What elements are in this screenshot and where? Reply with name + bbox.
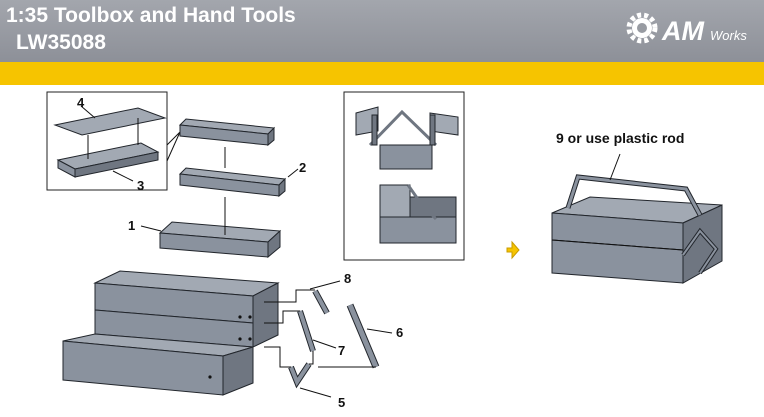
- gear-icon: [626, 12, 658, 44]
- header-band: 1:35 Toolbox and Hand Tools LW35088 AM W…: [0, 0, 764, 62]
- callout-8: 8: [344, 271, 351, 286]
- page-title: 1:35 Toolbox and Hand Tools: [6, 4, 296, 27]
- callout-1: 1: [128, 218, 135, 233]
- callout-9: 9 or use plastic rod: [556, 130, 684, 146]
- inset-frame: [46, 91, 168, 191]
- callout-2: 2: [299, 160, 306, 175]
- callout-6: 6: [396, 325, 403, 340]
- brand-logo: AM Works: [626, 12, 747, 46]
- accent-bar: [0, 62, 764, 85]
- logo-mark: AM: [661, 16, 704, 46]
- callout-3: 3: [137, 178, 144, 193]
- logo-word: Works: [710, 28, 747, 43]
- callout-4: 4: [77, 95, 85, 110]
- yellow-arrow-right-icon: [506, 240, 520, 260]
- assembly-diagram: 4 3 2 1: [46, 91, 723, 410]
- product-code: LW35088: [16, 31, 106, 54]
- part-3-tray-side: [74, 151, 159, 178]
- callout-7: 7: [338, 343, 345, 358]
- callout-5: 5: [338, 395, 345, 410]
- part-4-lid: [53, 107, 167, 136]
